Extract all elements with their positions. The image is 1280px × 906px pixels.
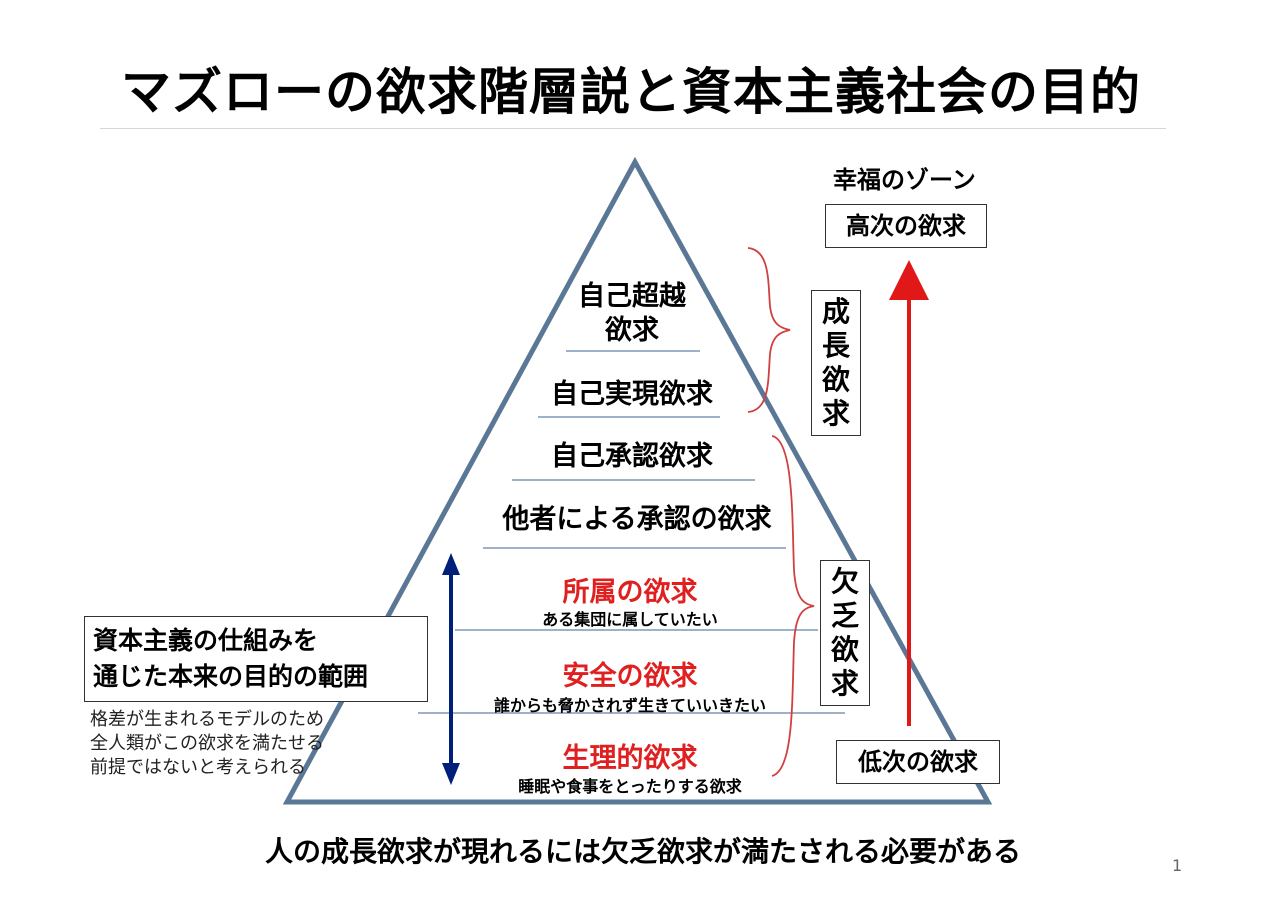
happiness-zone-label: 幸福のゾーン (833, 166, 976, 194)
range-arrow-head-top (442, 553, 460, 575)
level-self-transcendence-line1: 自己超越 (578, 281, 686, 312)
level-self-actualization: 自己実現欲求 (551, 379, 713, 410)
level-self-transcendence-line2: 欲求 (605, 315, 659, 346)
range-arrow-head-bottom (442, 763, 460, 785)
capitalism-note-line1: 格差が生まれるモデルのため (90, 709, 324, 730)
capitalism-purpose-line1: 資本主義の仕組みを (93, 626, 319, 655)
capitalism-note: 格差が生まれるモデルのため 全人類がこの欲求を満たせる 前提ではないと考えられる (90, 708, 324, 780)
page-title: マズローの欲求階層説と資本主義社会の目的 (121, 63, 1141, 121)
deficiency-needs-text: 欠乏欲求 (821, 565, 869, 701)
lower-needs-box: 低次の欲求 (836, 740, 1000, 784)
bottom-caption: 人の成長欲求が現れるには欠乏欲求が満たされる必要がある (264, 835, 1021, 868)
level-recognition: 他者による承認の欲求 (502, 504, 772, 535)
deficiency-needs-bracket (771, 435, 815, 777)
vertical-char: 乏 (830, 599, 859, 632)
vertical-char: 求 (830, 667, 859, 700)
level-physiological: 生理的欲求 (562, 743, 698, 774)
pyramid-outline (282, 156, 993, 805)
vertical-char: 成 (821, 295, 850, 328)
vertical-char: 欠 (830, 565, 859, 598)
vertical-char: 欲 (821, 363, 850, 396)
capitalism-note-line3: 前提ではないと考えられる (90, 757, 306, 778)
capitalism-purpose-box: 資本主義の仕組みを 通じた本来の目的の範囲 (84, 616, 428, 702)
level-safety: 安全の欲求 (562, 661, 698, 692)
title-divider (100, 128, 1166, 129)
level-safety-sub: 誰からも脅かされず生きていいきたい (493, 696, 766, 715)
level-belonging: 所属の欲求 (562, 577, 698, 608)
growth-needs-bracket (747, 247, 791, 413)
level-belonging-sub: ある集団に属していたい (542, 610, 718, 629)
vertical-char: 求 (821, 397, 850, 430)
capitalism-purpose-line2: 通じた本来の目的の範囲 (93, 662, 369, 691)
vertical-char: 長 (821, 329, 850, 362)
growth-needs-text: 成長欲求 (812, 295, 860, 431)
higher-needs-box: 高次の欲求 (825, 204, 987, 248)
growth-needs-box: 成長欲求 (811, 290, 861, 436)
deficiency-needs-box: 欠乏欲求 (820, 560, 870, 706)
level-physiological-sub: 睡眠や食事をとったりする欲求 (518, 777, 742, 796)
level-self-transcendence: 自己超越 欲求 (532, 280, 732, 348)
capitalism-note-line2: 全人類がこの欲求を満たせる (90, 733, 324, 754)
vertical-char: 欲 (830, 633, 859, 666)
level-self-esteem: 自己承認欲求 (551, 441, 713, 472)
page-number: 1 (1172, 856, 1183, 875)
